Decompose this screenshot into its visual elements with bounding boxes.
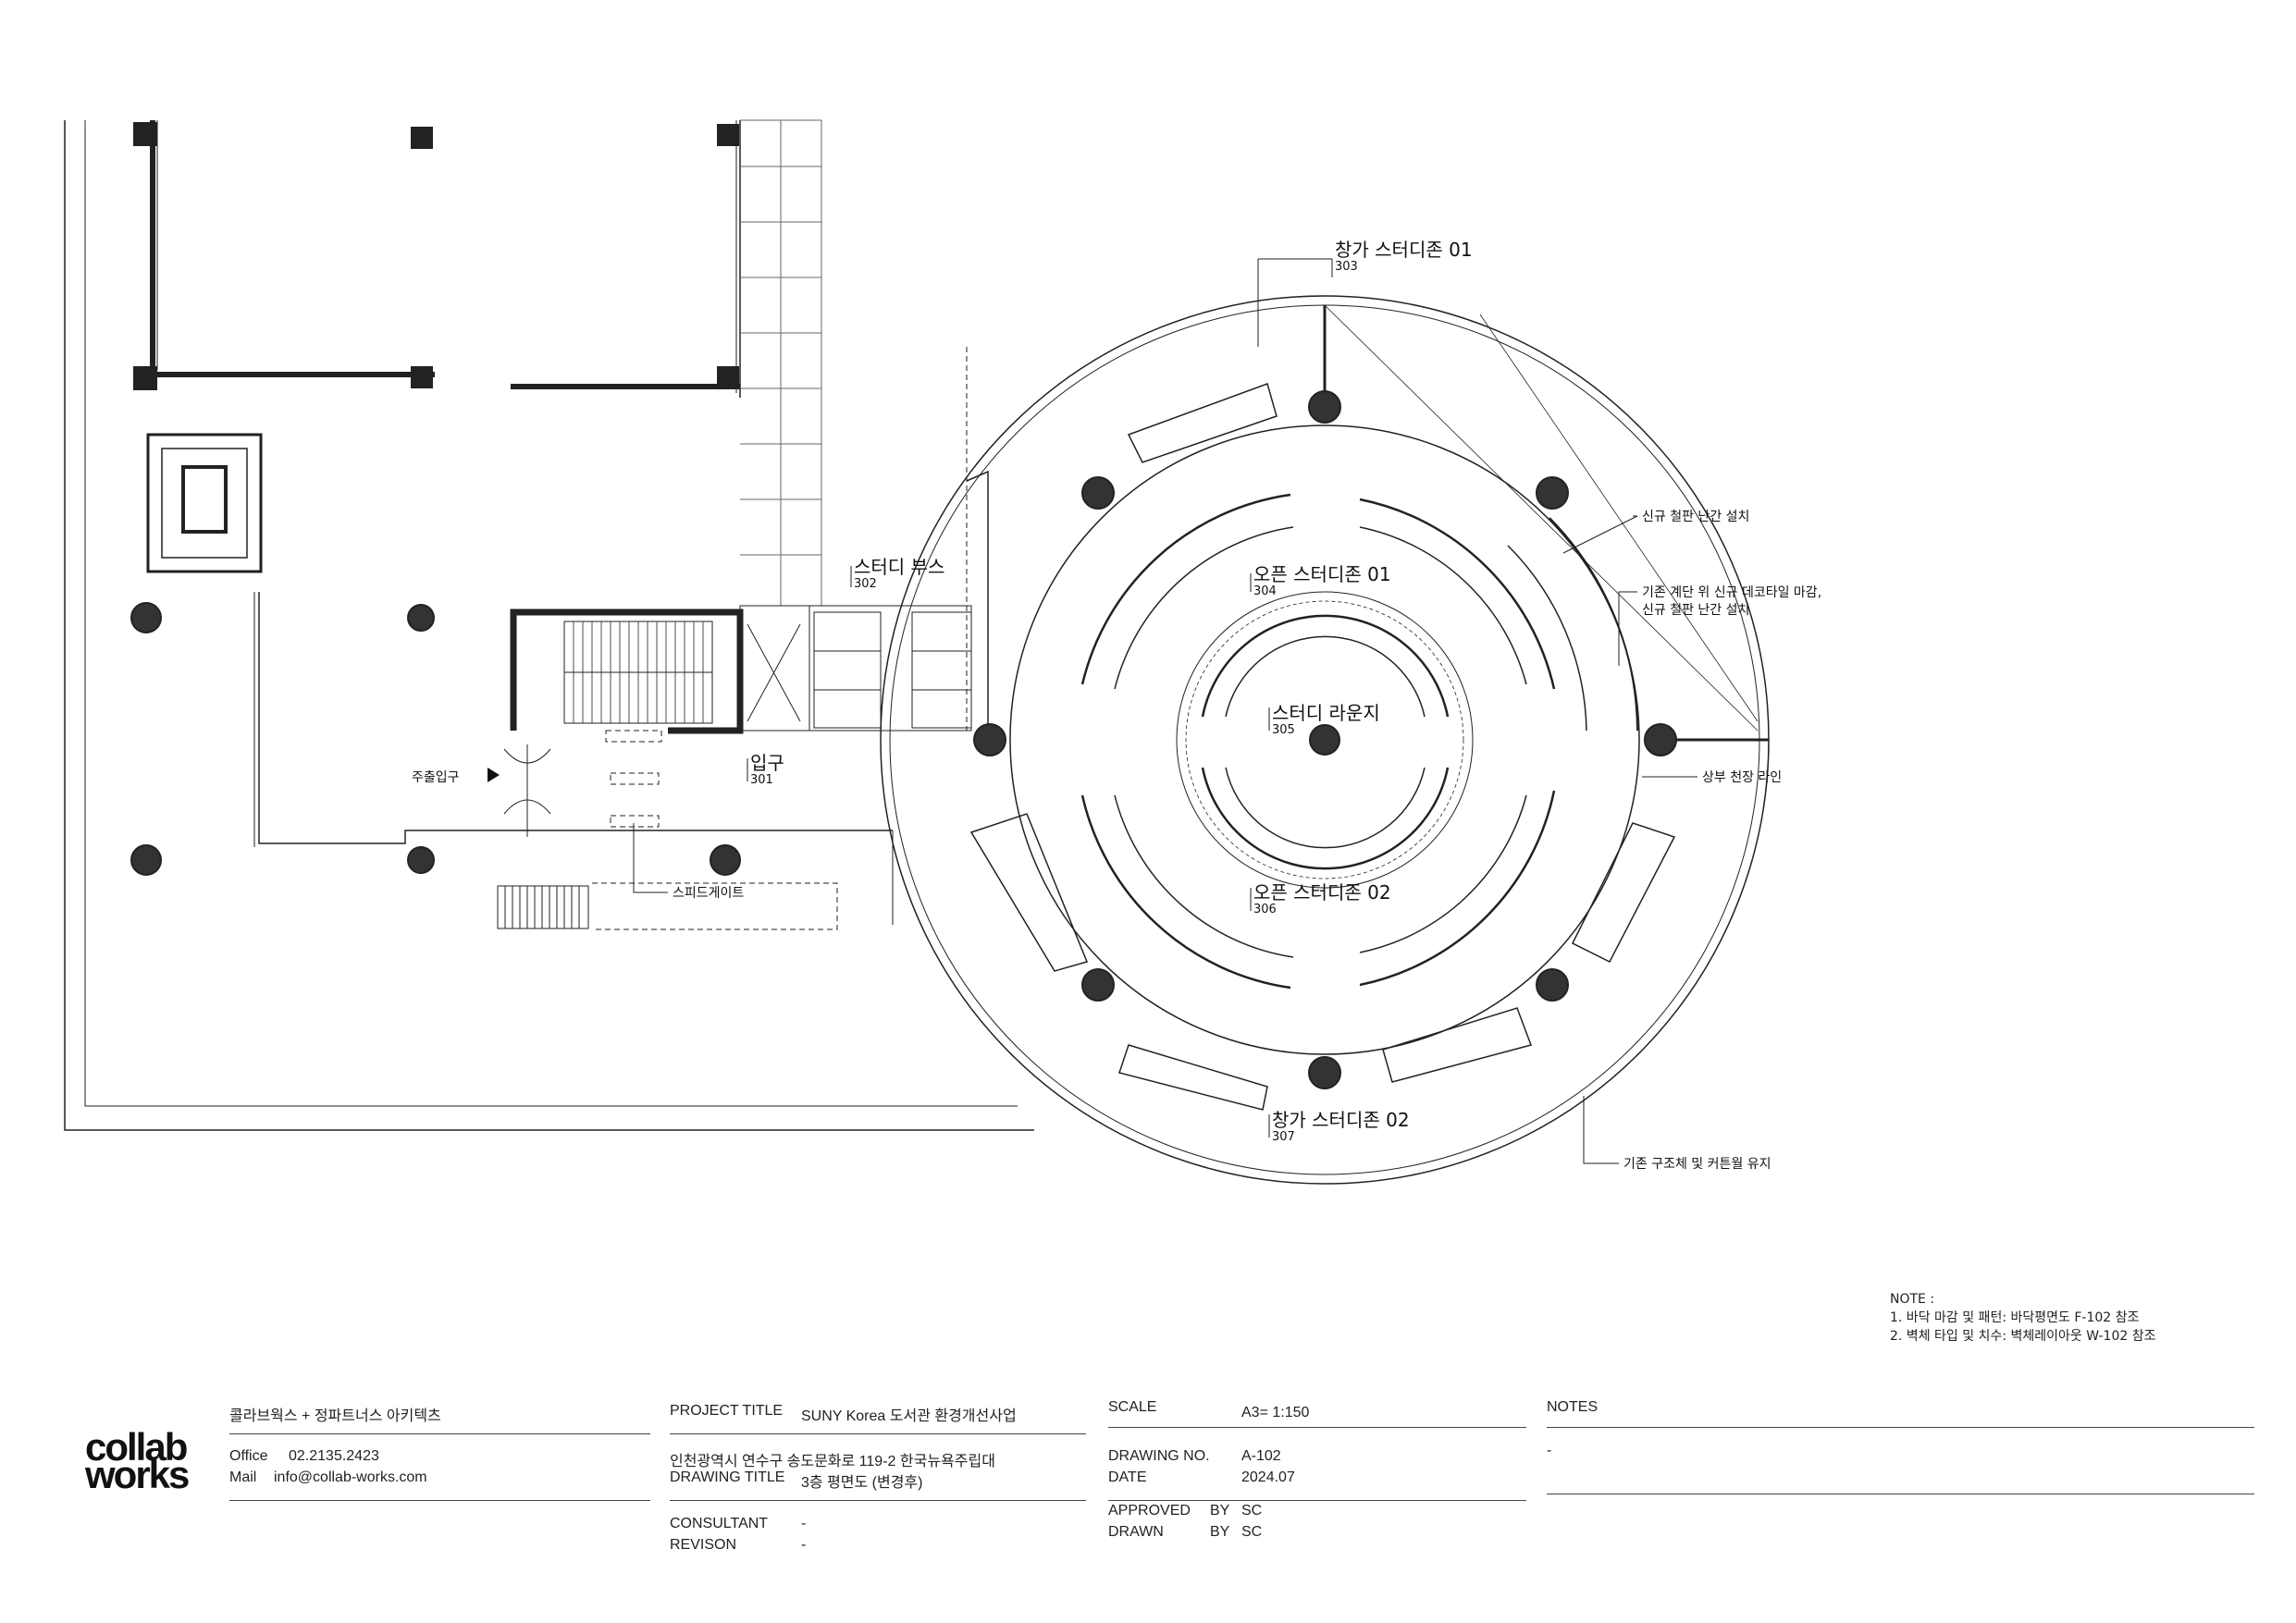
notes-line-1: 1. 바닥 마감 및 패턴: 바닥평면도 F-102 참조 [1890,1310,2140,1325]
notes-line-2: 2. 벽체 타입 및 치수: 벽체레이아웃 W-102 참조 [1890,1329,2156,1344]
drawing-no-label: DRAWING NO. [1108,1448,1210,1464]
columns [130,122,1677,1089]
room-name-305: 스터디 라운지 [1272,702,1380,724]
room-num-304: 304 [1253,584,1277,598]
firm-name: 콜라브웍스 + 정파트너스 아키텍츠 [229,1408,441,1424]
drawn-label: DRAWN [1108,1524,1164,1540]
drawn-by: BY [1210,1524,1230,1540]
date-label: DATE [1108,1469,1147,1485]
room-num-302: 302 [854,577,877,591]
exit-arrow-icon [488,768,500,782]
stair-finish-note-2: 신규 철판 난간 설치 [1642,603,1749,618]
elevator-core [146,433,263,573]
room-name-304: 오픈 스터디존 01 [1253,563,1391,585]
drawing-no-value: A-102 [1241,1448,1281,1464]
notes-label: NOTES [1547,1399,1599,1415]
approved-by: BY [1210,1503,1230,1518]
mail-address[interactable]: info@collab-works.com [274,1469,427,1485]
exit-label: 주출입구 [412,770,460,785]
company-logo: collab works [85,1425,190,1496]
circular-study-zone [880,295,1770,1185]
date-value: 2024.07 [1241,1469,1295,1485]
leader-lines [633,258,1697,1164]
room-num-306: 306 [1253,903,1277,916]
stair-core [510,609,744,734]
room-num-301: 301 [750,773,773,787]
consultant-label: CONSULTANT [670,1516,769,1531]
lower-wall [258,592,893,844]
project-title-value: SUNY Korea 도서관 환경개선사업 [801,1408,1017,1424]
speed-gate-label: 스피드게이트 [673,886,744,901]
room-name-303: 창가 스터디존 01 [1335,239,1473,261]
office-phone: 02.2135.2423 [289,1448,379,1464]
room-num-303: 303 [1335,260,1358,274]
mail-label: Mail [229,1469,257,1485]
study-booth-units [739,605,972,732]
room-num-307: 307 [1272,1130,1295,1144]
room-name-306: 오픈 스터디존 02 [1253,881,1391,904]
room-name-302: 스터디 부스 [854,556,944,578]
corridor-tiles [740,119,822,607]
drawing-title-label: DRAWING TITLE [670,1469,785,1485]
structure-note: 기존 구조체 및 커튼월 유지 [1623,1157,1771,1172]
notes-heading: NOTE : [1890,1292,1935,1307]
revision-label: REVISON [670,1537,737,1553]
approved-label: APPROVED [1108,1503,1191,1518]
revision-value: - [801,1537,807,1553]
drawing-notes: NOTE : 1. 바닥 마감 및 패턴: 바닥평면도 F-102 참조 2. … [1890,1290,2155,1346]
office-label: Office [229,1448,268,1464]
room-num-305: 305 [1272,723,1295,737]
project-address: 인천광역시 연수구 송도문화로 119-2 한국뉴욕주립대 [670,1454,995,1469]
scale-value: A3= 1:150 [1241,1405,1310,1420]
building-outline [64,120,1034,1131]
exterior-stair [497,885,589,929]
approved-value: SC [1241,1503,1263,1518]
speed-gate-marks [592,347,968,930]
drawn-value: SC [1241,1524,1263,1540]
project-title-label: PROJECT TITLE [670,1403,784,1419]
ceiling-line-note: 상부 천장 라인 [1702,770,1782,785]
room-name-301: 입구 [750,752,784,774]
scale-label: SCALE [1108,1399,1157,1415]
room-name-307: 창가 스터디존 02 [1272,1109,1410,1131]
upper-room-wall [150,120,435,377]
consultant-value: - [801,1516,807,1531]
notes-value: - [1547,1443,1552,1458]
stair-finish-note-1: 기존 계단 위 신규 데코타일 마감, [1642,585,1821,600]
drawing-title-value: 3층 평면도 (변경후) [801,1475,923,1491]
railing-note: 신규 철판 난간 설치 [1642,510,1749,524]
entrance-door [503,744,551,837]
